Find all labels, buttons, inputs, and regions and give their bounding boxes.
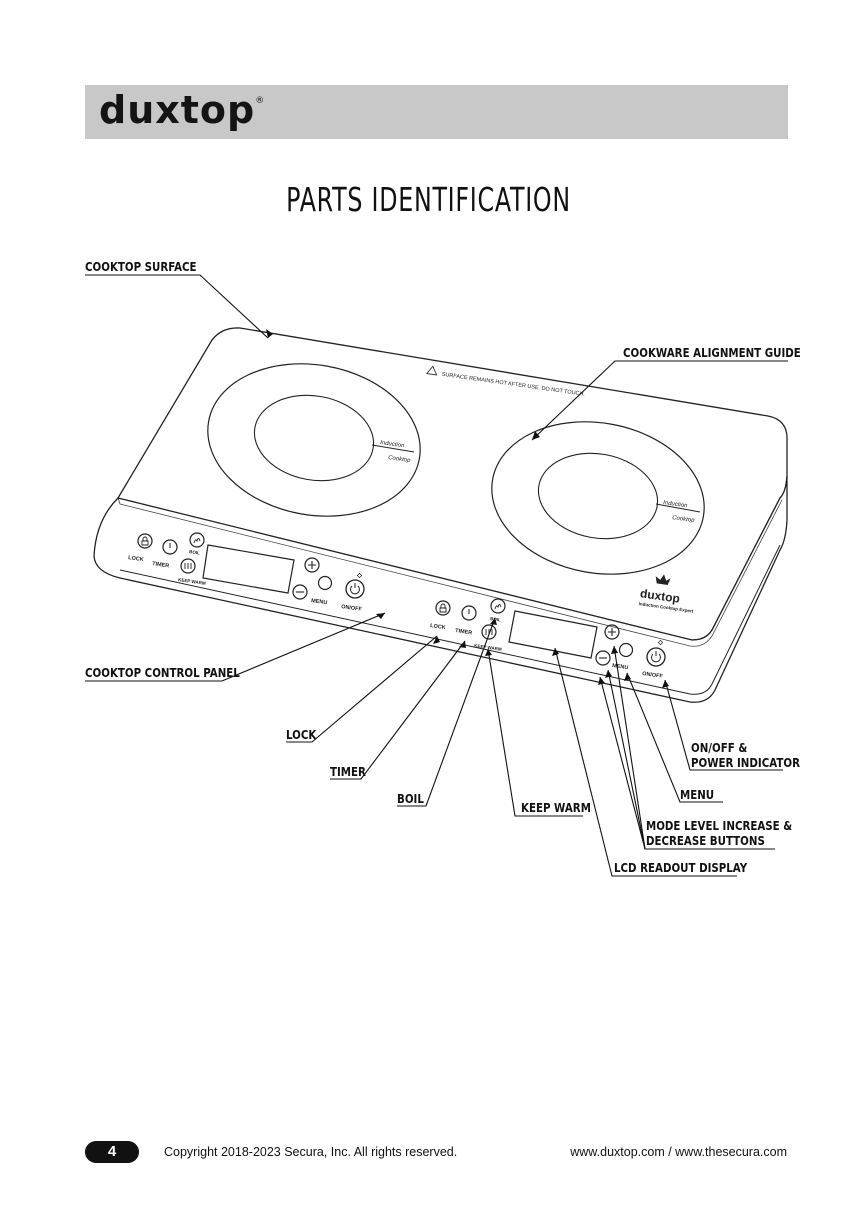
right-keep-warm-label: KEEP WARM [474,643,502,652]
power-icon [651,651,661,663]
leader-boil [397,617,496,807]
right-lcd-display [508,610,598,659]
right-onoff-label: ON/OFF [642,671,664,680]
plus-icon [608,628,616,636]
boil-icon [193,538,201,544]
lock-icon [439,603,447,613]
right-keep-warm-button [481,624,497,640]
callout-arrowheads [266,329,669,688]
right-menu-label: MENU [612,663,629,671]
left-menu-button [317,575,333,591]
left-ring-label-top: Induction [380,440,406,449]
right-control-panel: LOCK TIMER BOIL KEEP WARM MENU ON/OFF [430,598,666,680]
brand-name: duxtop [99,88,256,132]
callout-timer: TIMER [330,764,366,779]
left-keep-warm-button [180,558,196,574]
leader-cooktop-surface [85,274,269,339]
right-boil-label: BOIL [490,616,502,622]
page-number-badge: 4 [85,1141,139,1163]
left-lock-button [137,533,153,549]
callout-cooktop-surface: COOKTOP SURFACE [85,259,197,274]
right-ring-label-bottom: Cooktop [672,515,696,524]
callout-onoff-line1: ON/OFF & [691,740,748,755]
leader-timer [330,640,466,780]
right-menu-button [618,642,634,658]
right-decrease-button [595,650,611,666]
right-lock-label: LOCK [430,623,446,631]
left-increase-button [304,557,320,573]
leader-onoff [664,679,783,771]
left-power-button [345,579,365,599]
crown-icon [655,574,671,585]
page-title: PARTS IDENTIFICATION [286,180,571,219]
left-decrease-button [292,584,308,600]
power-icon [350,583,360,595]
leader-alignment-guide [531,360,788,441]
left-menu-label: MENU [311,598,328,606]
leader-keep-warm [487,648,583,817]
callout-keep-warm: KEEP WARM [521,800,591,815]
right-lock-button [435,600,451,616]
lock-icon [141,536,149,546]
right-boil-button [490,598,506,614]
header-banner [85,85,788,139]
left-keep-warm-label: KEEP WARM [178,577,206,586]
registered-mark: ® [255,96,266,106]
brand-logo: duxtop® [99,88,265,132]
callout-alignment-guide: COOKWARE ALIGNMENT GUIDE [623,345,801,360]
right-power-button [646,647,666,667]
power-indicator [356,572,363,579]
callout-lines [85,274,788,877]
copyright-text: Copyright 2018-2023 Secura, Inc. All rig… [164,1145,458,1159]
left-lock-label: LOCK [128,555,144,563]
power-indicator [657,639,664,646]
left-ring-label-bottom: Cooktop [388,455,412,464]
left-boil-button [189,532,205,548]
leader-menu [626,672,723,803]
leader-mode-increase [613,645,646,850]
leader-lock [286,635,438,743]
callout-onoff-line2: POWER INDICATOR [691,755,800,770]
right-increase-button [604,624,620,640]
callout-mode-line1: MODE LEVEL INCREASE & [646,818,793,833]
right-burner-outer-ring [491,421,705,575]
left-boil-label: BOIL [189,549,201,555]
left-timer-label: TIMER [152,561,170,569]
right-ring-label-top: Induction [663,500,689,509]
boil-icon [494,604,502,610]
plus-icon [308,561,316,569]
badge-brand: duxtop [639,586,681,605]
left-onoff-label: ON/OFF [341,604,363,613]
callout-menu: MENU [680,787,715,802]
footer-urls: www.duxtop.com / www.thesecura.com [570,1145,787,1159]
callout-mode-line2: DECREASE BUTTONS [646,833,765,848]
leader-mode-minus [599,676,646,850]
callout-lcd: LCD READOUT DISPLAY [614,860,748,875]
right-timer-button [461,605,477,621]
cooktop-body [93,475,788,703]
left-lcd-display [202,544,295,594]
callout-control-panel: COOKTOP CONTROL PANEL [85,665,240,680]
right-timer-label: TIMER [455,628,473,636]
leader-lcd [554,647,737,877]
left-burner-outer-ring [207,363,421,517]
left-control-panel: LOCK TIMER BOIL KEEP WARM MENU ON/OFF [128,532,365,613]
left-timer-button [162,539,178,555]
callout-lock: LOCK [286,727,317,742]
leader-control-panel [85,612,386,682]
right-burner-inner-ring [537,452,659,540]
keep-warm-icon [184,563,192,569]
warning-icon [425,365,438,376]
left-burner-inner-ring [253,394,375,482]
callout-boil: BOIL [397,791,424,806]
